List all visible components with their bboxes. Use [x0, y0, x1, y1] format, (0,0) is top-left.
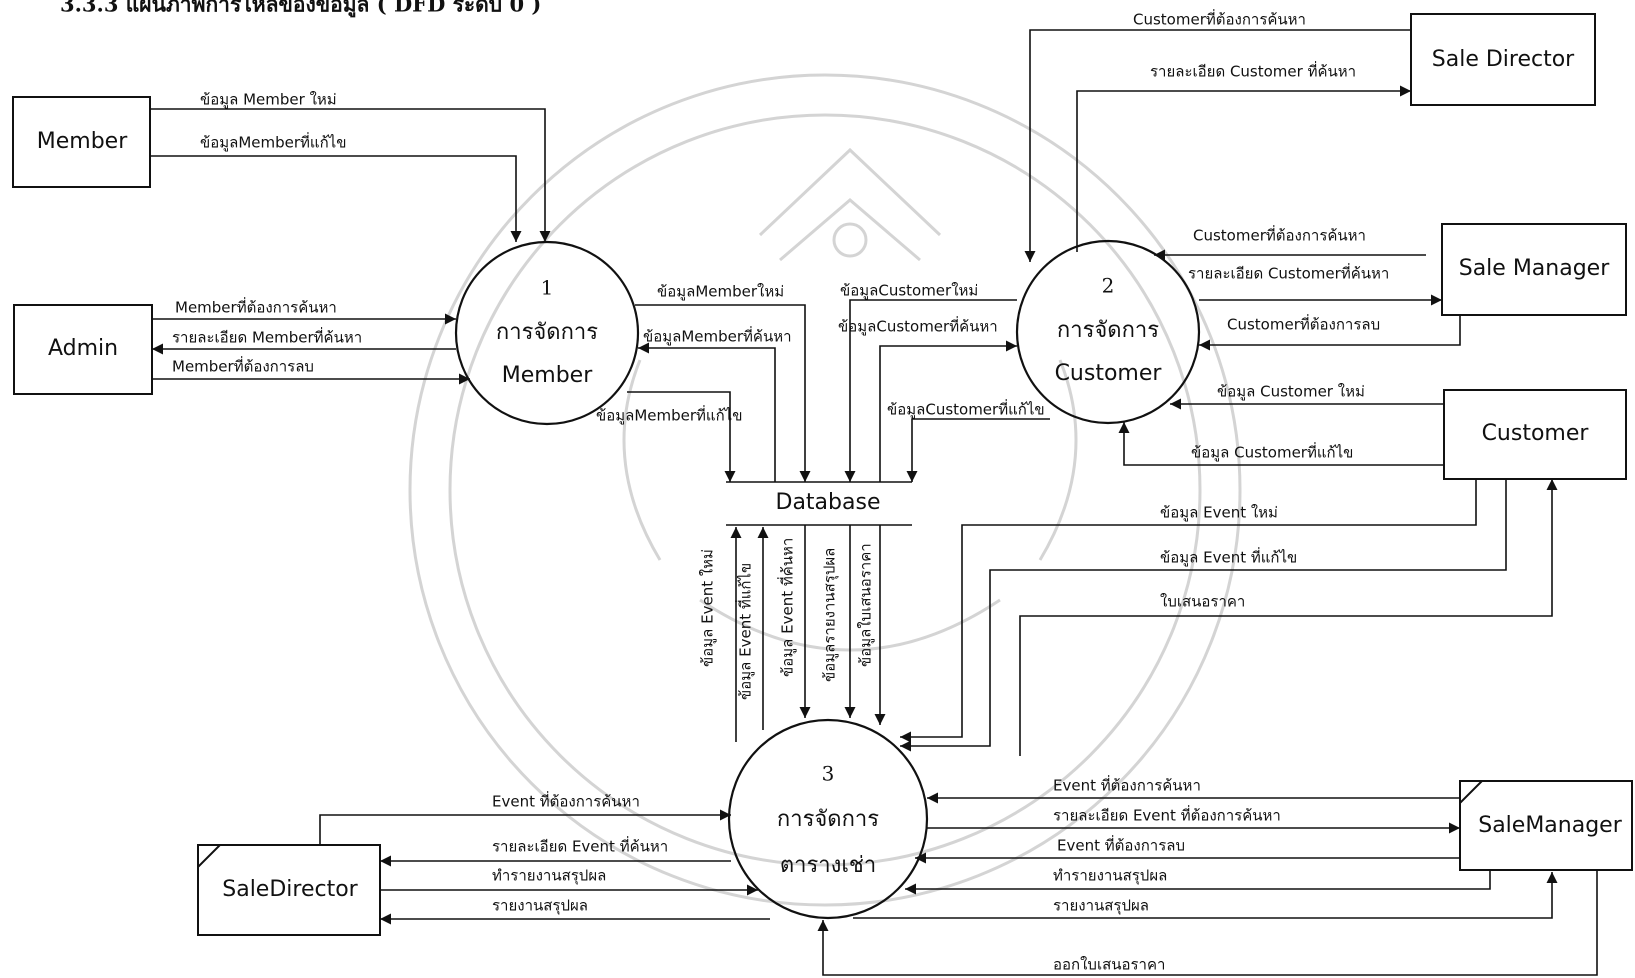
label-sd-report: รายงานสรุปผล	[492, 897, 588, 916]
label-cust-quote: ใบเสนอราคา	[1160, 593, 1245, 611]
datastore-database: Database	[726, 482, 912, 525]
text-entities-sale-director-top: Sale Director	[1432, 47, 1575, 72]
label-sm-event-search: Event ที่ต้องการค้นหา	[1053, 775, 1201, 795]
flow-member-new	[150, 109, 545, 242]
flow-member-edit	[150, 156, 516, 242]
text-entities-admin: Admin	[48, 336, 118, 361]
process-2-customer: 2 การจัดการ Customer	[1017, 241, 1199, 423]
label-db-member-new: ข้อมูลMemberใหม่	[657, 283, 784, 301]
label-admin-detail: รายละเอียด Memberที่ค้นหา	[172, 327, 362, 347]
label-sd-customer-search: Customerที่ต้องการค้นหา	[1133, 9, 1306, 29]
flow-sm-make-report	[905, 870, 1490, 889]
label-issue-quote: ออกใบเสนอราคา	[1053, 956, 1165, 974]
label-sm-event-detail: รายละเอียด Event ที่ต้องการค้นหา	[1053, 805, 1281, 825]
text-processes-p3-line2: ตารางเช่า	[780, 853, 876, 878]
label-admin-search: Memberที่ต้องการค้นหา	[175, 297, 337, 317]
label-v-event-found: ข้อมูล Event ที่ค้นหา	[777, 538, 797, 677]
flow-sm-report	[853, 872, 1552, 918]
text-entities-member: Member	[37, 129, 128, 154]
text-entities-sale-manager-top: Sale Manager	[1459, 256, 1610, 281]
label-db-member-edit: ข้อมูลMemberที่แก้ไข	[596, 405, 742, 425]
entity-sale-director-bottom: SaleDirector	[198, 845, 380, 935]
text-entities-customer: Customer	[1482, 421, 1590, 446]
label-sm-customer-search: Customerที่ต้องการค้นหา	[1193, 225, 1366, 245]
label-db-member-found: ข้อมูลMemberที่ค้นหา	[643, 326, 792, 346]
process-3-rental-schedule: 3 การจัดการ ตารางเช่า	[729, 720, 927, 918]
text-processes-p2-line1: การจัดการ	[1057, 318, 1159, 343]
entity-sale-manager-bottom: SaleManager	[1460, 781, 1632, 870]
label-db-customer-found: ข้อมูลCustomerที่ค้นหา	[838, 316, 998, 336]
label-v-quote: ข้อมูลใบเสนอราคา	[857, 543, 875, 667]
label-member-edit: ข้อมูลMemberที่แก้ไข	[200, 132, 346, 152]
label-cust-new: ข้อมูล Customer ใหม่	[1217, 383, 1365, 401]
flow-db-member-edit	[627, 392, 730, 482]
entity-sale-director-top: Sale Director	[1411, 14, 1595, 105]
entity-member: Member	[13, 97, 150, 187]
entity-customer: Customer	[1444, 390, 1626, 479]
text-processes-p1-line2: Member	[502, 363, 593, 388]
label-sd-make-report: ทำรายงานสรุปผล	[492, 867, 606, 886]
label-sd-event-search: Event ที่ต้องการค้นหา	[492, 791, 640, 811]
text-processes-p3-number: 3	[822, 762, 835, 786]
label-sm-make-report: ทำรายงานสรุปผล	[1053, 867, 1167, 886]
label-cust-event-new: ข้อมูล Event ใหม่	[1160, 504, 1278, 522]
text-processes-p2-line2: Customer	[1055, 361, 1163, 386]
label-v-event-new: ข้อมูล Event ใหม่	[699, 549, 717, 667]
label-member-new: ข้อมูล Member ใหม่	[200, 91, 337, 109]
flow-customer-quote	[1020, 479, 1552, 756]
text-processes-p1-line1: การจัดการ	[496, 320, 598, 345]
label-sd-event-detail: รายละเอียด Event ที่ค้นหา	[492, 836, 668, 856]
text-processes-p1-number: 1	[541, 276, 554, 300]
text-entities-sale-manager-bottom: SaleManager	[1478, 813, 1622, 838]
label-db-customer-new: ข้อมูลCustomerใหม่	[840, 282, 978, 300]
text-processes-p2-number: 2	[1102, 274, 1115, 298]
label-v-event-edit: ข้อมูล Event ที่แก้ไข	[735, 563, 755, 700]
label-v-report: ข้อมูลรายงานสรุปผล	[821, 548, 840, 682]
page-title: 3.3.3 แผนภาพการไหลของข้อมูล ( DFD ระดับ …	[60, 0, 541, 19]
entity-admin: Admin	[14, 305, 152, 394]
entity-sale-manager-top: Sale Manager	[1442, 224, 1626, 315]
text-processes-p3-line1: การจัดการ	[777, 807, 879, 832]
label-sm-event-delete: Event ที่ต้องการลบ	[1057, 835, 1185, 855]
label-sd-customer-detail: รายละเอียด Customer ที่ค้นหา	[1150, 61, 1356, 81]
label-db-customer-edit: ข้อมูลCustomerที่แก้ไข	[887, 399, 1045, 419]
label-sm-customer-detail: รายละเอียด Customerที่ค้นหา	[1188, 263, 1389, 283]
flow-db-customer-edit	[912, 419, 1050, 482]
label-sm-report: รายงานสรุปผล	[1053, 897, 1149, 916]
label-admin-delete: Memberที่ต้องการลบ	[172, 356, 314, 376]
text-entities-sale-director-bottom: SaleDirector	[222, 877, 358, 902]
label-sm-customer-delete: Customerที่ต้องการลบ	[1227, 314, 1380, 334]
label-cust-edit: ข้อมูล Customerที่แก้ไข	[1191, 442, 1353, 462]
text-datastore: Database	[776, 490, 881, 515]
flow-issue-quote	[823, 870, 1597, 975]
label-cust-event-edit: ข้อมูล Event ที่แก้ไข	[1160, 547, 1297, 567]
